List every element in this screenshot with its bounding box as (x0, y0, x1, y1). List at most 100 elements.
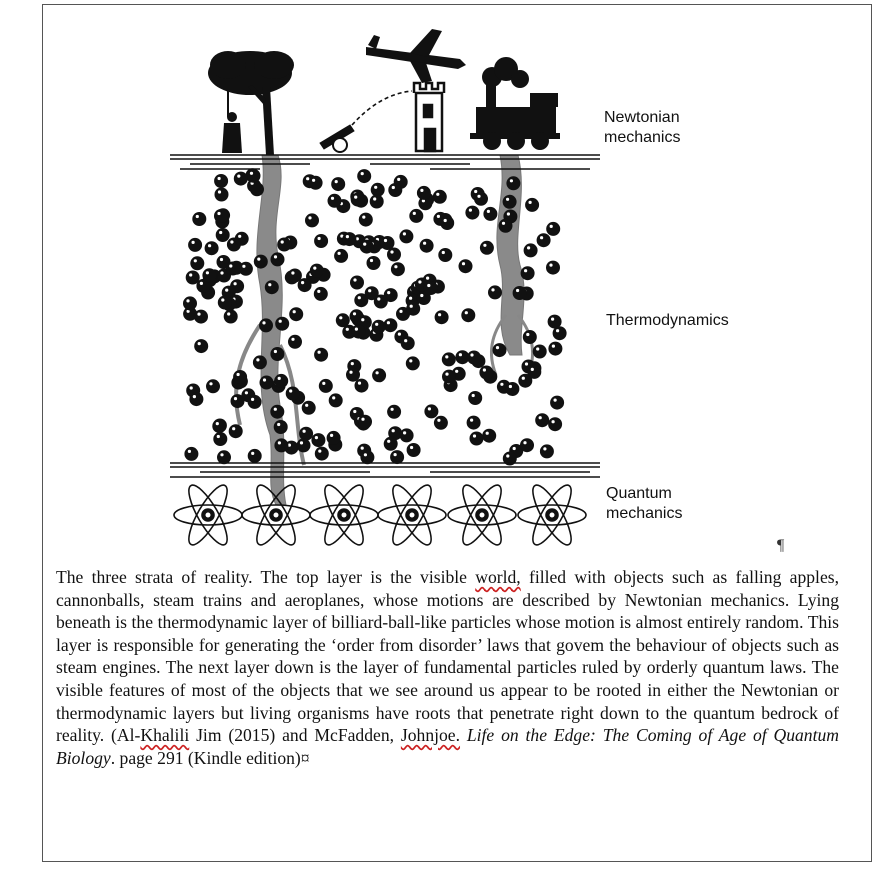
particle-highlight (230, 240, 234, 244)
particle-highlight (506, 197, 510, 201)
particle-highlight (506, 454, 510, 458)
particle (270, 347, 285, 361)
particle-highlight (471, 393, 475, 398)
particle (217, 295, 232, 310)
particle-highlight (233, 282, 237, 286)
particle-highlight (353, 278, 357, 282)
particle-highlight (436, 214, 440, 218)
particle-highlight (482, 368, 486, 372)
particle (552, 326, 567, 341)
particle (373, 294, 388, 309)
castle-tower-icon (412, 81, 446, 153)
particle-highlight (524, 362, 529, 366)
particle (399, 428, 414, 443)
particle (525, 197, 540, 212)
particle-highlight (391, 185, 395, 190)
cannon-icon (319, 90, 413, 153)
particle (383, 436, 398, 451)
particle-highlight (354, 195, 358, 199)
particle-highlight (538, 416, 542, 420)
particle (506, 176, 521, 191)
particle-highlight (551, 317, 555, 321)
particle (380, 236, 395, 250)
particle (468, 391, 483, 405)
particle (387, 247, 401, 262)
particle-highlight (523, 441, 527, 445)
particle-highlight (249, 171, 254, 175)
particle-highlight (390, 250, 394, 254)
particle (326, 430, 341, 445)
particle-highlight (219, 257, 224, 262)
quantum-ground-lines (170, 462, 600, 478)
particle (217, 450, 231, 465)
atom-icon (309, 484, 379, 546)
particle-highlight (375, 371, 379, 375)
particle-highlight (221, 298, 225, 302)
particle (546, 260, 560, 275)
particle-highlight (330, 433, 334, 437)
particle (502, 451, 517, 466)
particle (492, 343, 507, 358)
particle (270, 252, 285, 267)
particle-highlight (280, 240, 284, 244)
particle-highlight (387, 291, 391, 295)
particle-highlight (516, 288, 520, 293)
particle (214, 209, 228, 223)
particle (461, 308, 476, 323)
particle-highlight (332, 396, 336, 400)
particle (354, 378, 369, 393)
particle-highlight (437, 418, 441, 422)
particle-highlight (436, 192, 440, 196)
particle-highlight (402, 232, 406, 236)
particle (277, 237, 292, 252)
particle-highlight (277, 376, 281, 380)
particle-highlight (291, 271, 295, 275)
particle (350, 192, 365, 207)
particle-highlight (197, 312, 201, 316)
spellcheck-word-world: world, (475, 567, 521, 587)
particle-highlight (486, 209, 490, 213)
particle-highlight (458, 353, 462, 357)
particle-highlight (352, 312, 357, 316)
particle-highlight (357, 381, 362, 385)
particle (234, 231, 249, 246)
particle (502, 194, 517, 209)
particle (328, 393, 343, 408)
particle (327, 193, 342, 208)
particle-highlight (355, 237, 359, 241)
particle (479, 240, 494, 255)
particle (467, 350, 481, 365)
particle (550, 395, 565, 410)
particle-highlight (375, 322, 379, 326)
particle (358, 212, 373, 227)
particle-highlight (322, 381, 326, 385)
particle (246, 168, 261, 183)
particle-highlight (360, 446, 364, 450)
particle (335, 313, 350, 328)
particle (418, 196, 433, 211)
particle (433, 415, 448, 430)
particle (313, 286, 328, 301)
atom-icon (173, 484, 243, 546)
particle-highlight (549, 224, 553, 228)
particle-highlight (216, 434, 220, 439)
particle-highlight (468, 208, 472, 212)
particle (233, 171, 248, 186)
particle-highlight (256, 358, 260, 362)
particle-highlight (262, 378, 267, 382)
particle (189, 392, 204, 407)
particle-highlight (445, 372, 449, 376)
particle-highlight (278, 319, 282, 323)
particle-highlight (192, 395, 196, 399)
particle (474, 191, 488, 206)
particle (406, 301, 421, 316)
particle-highlight (345, 235, 349, 239)
particle-highlight (337, 251, 341, 255)
particle-highlight (391, 429, 395, 433)
particle-highlight (220, 271, 224, 275)
particle-highlight (374, 185, 378, 189)
particle-highlight (334, 180, 338, 184)
particle-highlight (251, 397, 255, 401)
particle (359, 239, 374, 254)
particle (441, 352, 456, 367)
